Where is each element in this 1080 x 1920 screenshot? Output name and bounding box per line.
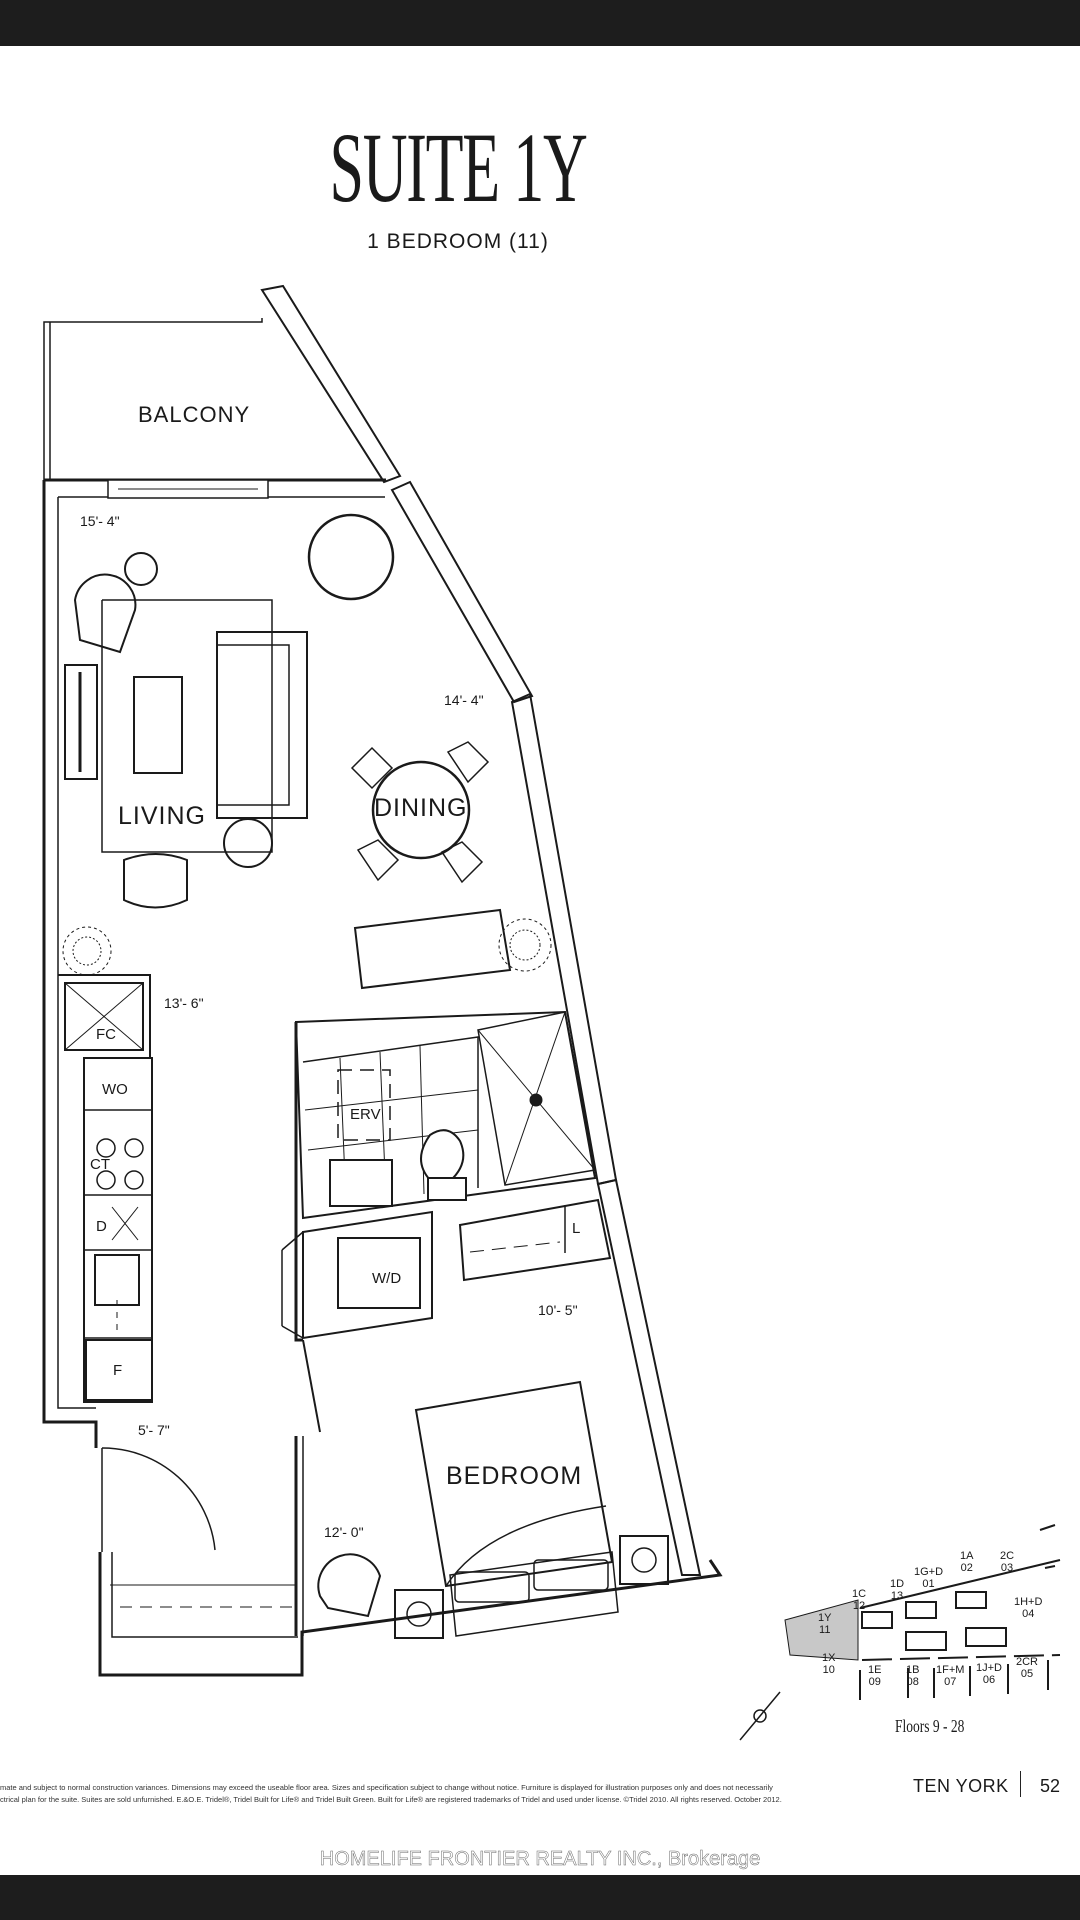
exterior-wall-slanted — [260, 284, 402, 484]
room-label-bedroom: BEDROOM — [446, 1462, 583, 1490]
dim-closet: 10'- 5" — [538, 1302, 578, 1318]
dim-dining: 14'- 4" — [444, 692, 484, 708]
disclaimer-line-2: ctrical plan for the suite. Suites are s… — [0, 1795, 782, 1804]
north-arrow-icon — [739, 1691, 781, 1741]
disclaimer-line-1: mate and subject to normal construction … — [0, 1783, 773, 1792]
key-plan — [784, 1524, 1061, 1700]
dim-entry: 5'- 7" — [138, 1422, 170, 1438]
appliance-wo: WO — [102, 1081, 128, 1098]
balcony-railing — [43, 318, 263, 480]
room-label-living: LIVING — [118, 802, 206, 830]
disclaimer: mate and subject to normal construction … — [0, 1782, 900, 1806]
dim-living: 15'- 4" — [80, 513, 120, 529]
appliance-fridge: F — [113, 1362, 123, 1379]
footer-brand: TEN YORK — [913, 1776, 1009, 1796]
plant-icon — [62, 918, 552, 976]
footer-divider — [1020, 1771, 1021, 1797]
appliance-fc: FC — [96, 1026, 116, 1043]
watermark: HOMELIFE FRONTIER REALTY INC., Brokerage — [319, 1848, 761, 1871]
top-bar — [0, 0, 1080, 46]
room-label-dining: DINING — [374, 794, 468, 822]
dim-bedroom: 12'- 0" — [324, 1524, 364, 1540]
appliance-erv: ERV — [350, 1106, 381, 1123]
closet-linen: L — [572, 1220, 581, 1237]
suite-subtitle: 1 BEDROOM (11) — [367, 230, 549, 253]
appliance-ct: CT — [90, 1156, 110, 1173]
suite-title: SUITE 1Y — [329, 112, 587, 223]
appliance-washer-dryer: W/D — [372, 1270, 402, 1287]
room-label-balcony: BALCONY — [138, 402, 251, 427]
key-plan-floors: Floors 9 - 28 — [895, 1716, 965, 1736]
bottom-bar — [0, 1875, 1080, 1920]
dim-kitchen: 13'- 6" — [164, 995, 204, 1011]
appliance-dishwasher: D — [96, 1218, 107, 1235]
page-number: 52 — [1040, 1776, 1061, 1796]
